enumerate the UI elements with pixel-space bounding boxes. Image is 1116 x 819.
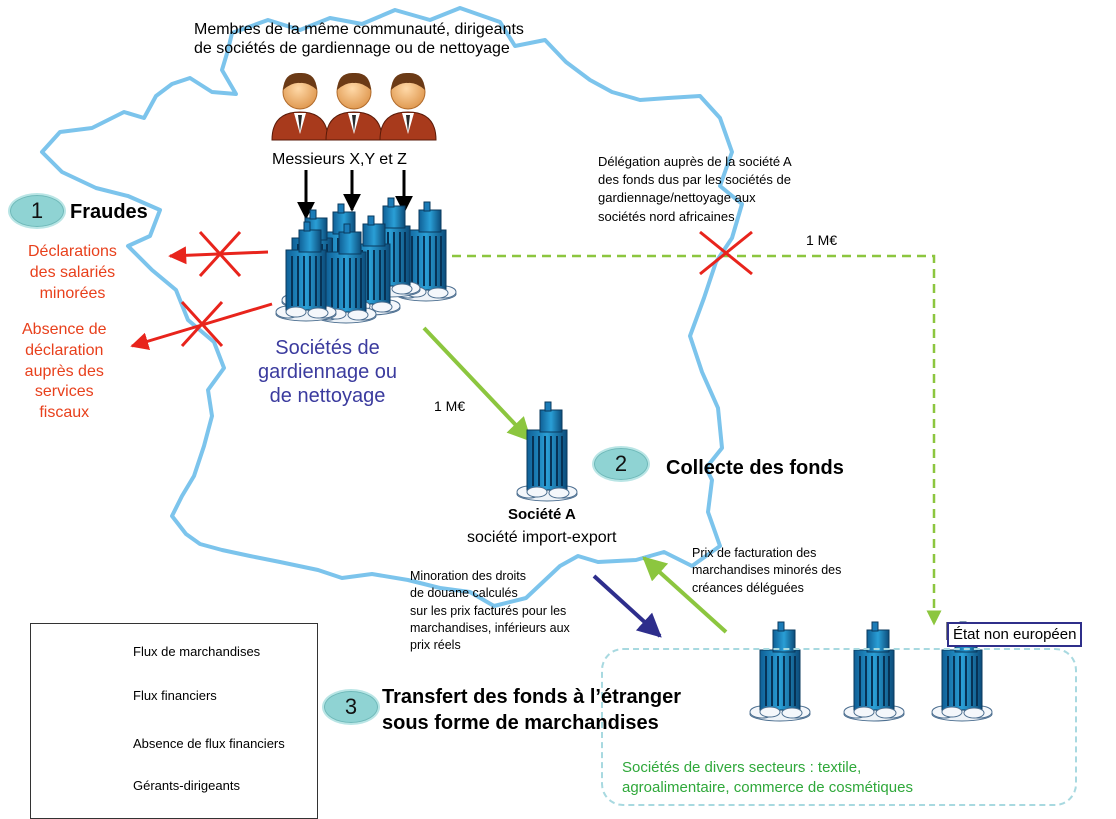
company-a-type: société import-export [467, 529, 617, 546]
step-1-badge: 1 [8, 193, 66, 229]
non-eu-state-label: État non européen [947, 622, 1083, 647]
legend: Flux de marchandises Flux financiers Abs… [30, 623, 318, 819]
legend-absence-label: Absence de flux financiers [133, 736, 285, 751]
step-2-badge: 2 [592, 446, 650, 482]
office-building-icon [516, 401, 578, 502]
absence-of-financial-flow [452, 254, 942, 626]
step-2-title: Collecte des fonds [666, 457, 844, 479]
companies-label: Sociétés de gardiennage ou de nettoyage [258, 337, 398, 407]
financial-flow-arrow [642, 556, 728, 634]
legend-managers-label: Gérants-dirigeants [133, 778, 240, 793]
step-3-title: Transfert des fonds à l’étranger sous fo… [382, 686, 681, 734]
foreign-companies-text: Sociétés de divers secteurs : textile, a… [622, 759, 913, 796]
invoice-note: Prix de facturation des marchandises min… [692, 546, 842, 595]
delegation-note: Délégation auprès de la société A des fo… [598, 154, 792, 224]
cross-mark [699, 230, 753, 276]
people-names: Messieurs X,Y et Z [272, 151, 407, 168]
person-icon [271, 72, 329, 141]
cross-mark [180, 300, 224, 348]
fraud-salaries-text: Déclarations des salariés minorées [28, 243, 117, 302]
cross-mark [198, 230, 242, 278]
foreign-region-box [601, 648, 1077, 806]
france-map-outline [40, 6, 744, 608]
person-icon [379, 72, 437, 141]
person-icon [325, 72, 383, 141]
goods-flow-arrow [592, 574, 662, 638]
fraud-taxes-text: Absence de déclaration auprès des servic… [22, 321, 107, 422]
company-a-name: Société A [508, 506, 576, 523]
step-3-badge: 3 [322, 689, 380, 725]
financial-flow-arrow [422, 326, 532, 442]
legend-goods-label: Flux de marchandises [133, 644, 261, 659]
amount-label-mid: 1 M€ [434, 398, 466, 414]
step-1-title: Fraudes [70, 201, 148, 223]
legend-financial-label: Flux financiers [133, 688, 217, 703]
people-caption: Membres de la même communauté, dirigeant… [194, 21, 524, 58]
amount-label-top: 1 M€ [806, 232, 838, 248]
customs-note: Minoration des droits de douane calculés… [410, 569, 570, 652]
